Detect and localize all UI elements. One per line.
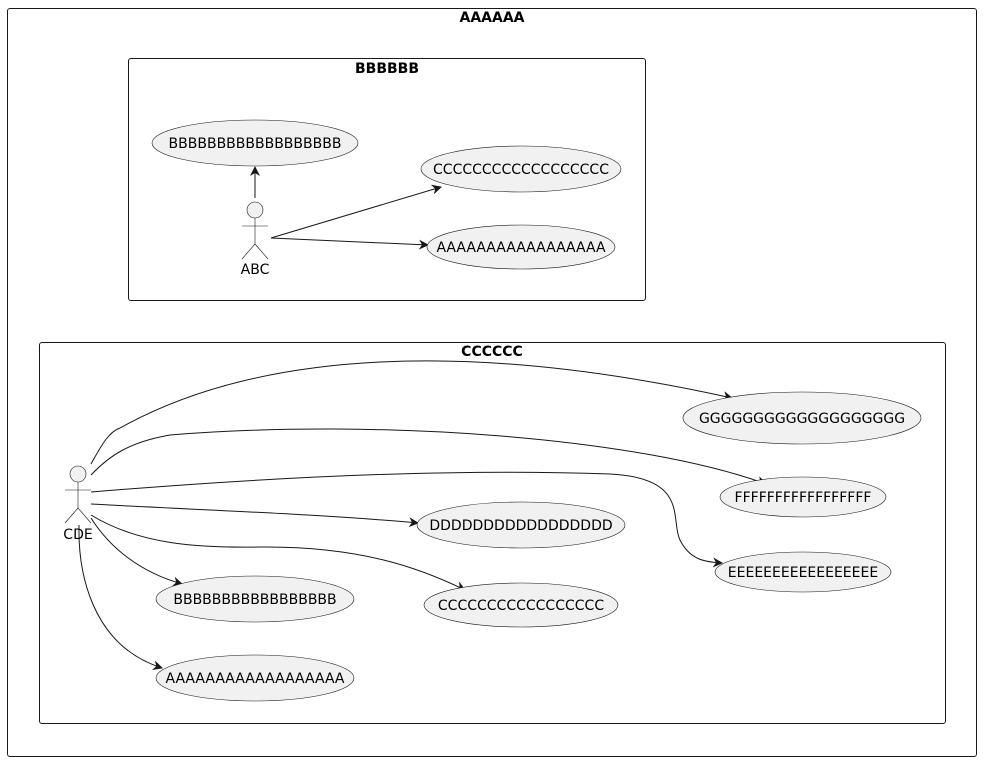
- usecase-e-label: EEEEEEEEEEEEEEEEE: [728, 565, 878, 581]
- usecase-c: CCCCCCCCCCCCCCCCC: [423, 582, 619, 628]
- edge-cde-to-c: [90, 514, 466, 591]
- edge-abc-to-top-c: [270, 184, 442, 239]
- actor-abc-label: ABC: [241, 262, 270, 278]
- actor-cde-label: CDE: [63, 527, 92, 543]
- usecase-top-c: CCCCCCCCCCCCCCCCCC: [420, 145, 622, 193]
- edge-cde-to-g: [90, 360, 733, 465]
- actor-cde-head: [69, 465, 87, 483]
- usecase-top-b-label: BBBBBBBBBBBBBBBBBB: [169, 136, 342, 152]
- usecase-c-label: CCCCCCCCCCCCCCCCC: [438, 598, 604, 614]
- usecase-d-label: DDDDDDDDDDDDDDDDD: [429, 518, 612, 534]
- usecase-top-a: AAAAAAAAAAAAAAAAA: [426, 224, 616, 270]
- package-bottom-title: CCCCCC: [461, 344, 523, 360]
- actor-abc: ABC: [241, 201, 270, 278]
- edges: [78, 166, 767, 671]
- usecase-top-a-label: AAAAAAAAAAAAAAAAA: [436, 240, 605, 256]
- actor-abc-head: [246, 201, 264, 219]
- usecase-g: GGGGGGGGGGGGGGGGGGG: [682, 391, 922, 445]
- usecase-g-label: GGGGGGGGGGGGGGGGGGG: [699, 411, 905, 427]
- edge-cde-to-f: [90, 428, 767, 486]
- edge-cde-to-e: [90, 471, 723, 568]
- package-top-title: BBBBBB: [355, 61, 419, 77]
- edge-abc-to-top-a: [270, 237, 429, 250]
- usecase-f-label: FFFFFFFFFFFFFFFFF: [735, 490, 872, 506]
- edge-cde-to-d: [90, 503, 419, 528]
- usecase-f: FFFFFFFFFFFFFFFFF: [719, 476, 887, 518]
- edge-cde-to-a: [78, 524, 163, 671]
- usecase-a: AAAAAAAAAAAAAAAAAA: [155, 654, 355, 702]
- usecase-a-label: AAAAAAAAAAAAAAAAAA: [165, 671, 344, 687]
- usecase-e: EEEEEEEEEEEEEEEEE: [714, 551, 892, 593]
- usecase-top-b: BBBBBBBBBBBBBBBBBB: [151, 119, 359, 167]
- usecase-top-c-label: CCCCCCCCCCCCCCCCCC: [433, 162, 609, 178]
- usecase-b: BBBBBBBBBBBBBBBBB: [155, 575, 355, 623]
- usecase-b-label: BBBBBBBBBBBBBBBBB: [173, 592, 336, 608]
- package-outer-title: AAAAAA: [459, 10, 524, 26]
- edge-cde-to-b: [90, 517, 183, 587]
- actor-cde: CDE: [63, 465, 93, 543]
- usecase-d: DDDDDDDDDDDDDDDDD: [416, 501, 626, 549]
